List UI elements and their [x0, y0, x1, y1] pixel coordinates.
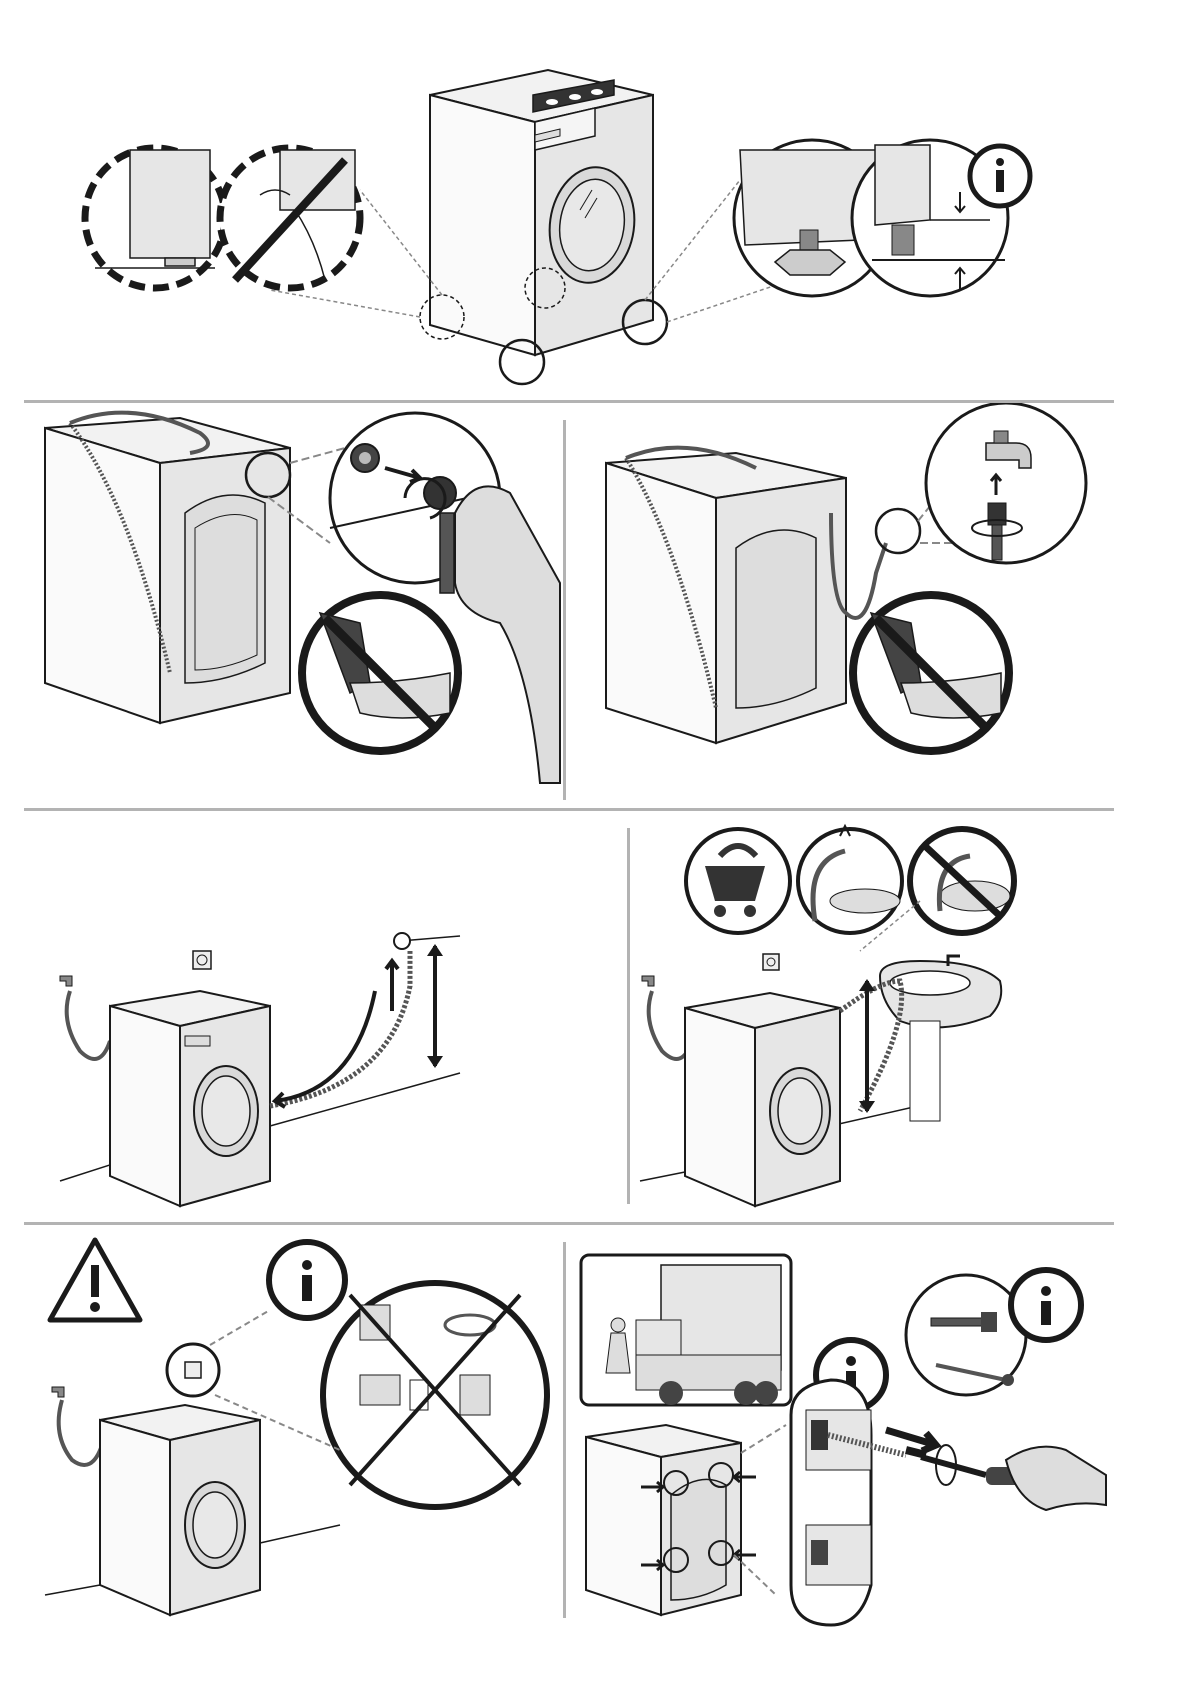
inlet-hose-tap-panel: [566, 403, 1114, 808]
wall-socket: [193, 951, 211, 969]
foot-detail-correct: [85, 148, 225, 288]
delivery-truck: [581, 1255, 791, 1405]
bolt-removal-detail: [791, 1380, 936, 1625]
foot-detail-prohibited: [220, 148, 360, 288]
tap-connector-circle: [876, 509, 920, 553]
hand: [455, 486, 560, 783]
info-icon: [1011, 1270, 1081, 1340]
hand: [1006, 1447, 1106, 1510]
wall-socket: [763, 954, 779, 970]
warning-icon: [50, 1240, 140, 1320]
drain-sink-panel: [630, 811, 1114, 1222]
no-extension-cord-icon: [323, 1283, 547, 1507]
no-pliers-icon: [853, 595, 1009, 751]
power-warning-panel: [0, 1225, 563, 1635]
no-pliers-icon: [302, 595, 458, 751]
transport-bolt-detail: [906, 1275, 1026, 1395]
water-tap-detail: [926, 403, 1086, 563]
hose-tied-icon: [798, 826, 902, 933]
wall-socket: [167, 1344, 219, 1396]
transport-bolts-panel: [566, 1225, 1114, 1635]
washing-machine: [110, 991, 270, 1206]
sink: [840, 956, 1001, 1121]
washing-machine: [430, 70, 653, 355]
info-icon: [970, 146, 1030, 206]
washing-machine: [100, 1405, 260, 1615]
water-tap: [60, 976, 110, 1059]
water-tap: [52, 1387, 102, 1465]
height-arrow: [427, 944, 443, 1068]
shopping-cart-icon: [686, 829, 790, 933]
no-hose-in-sink-icon: [910, 829, 1014, 933]
inlet-hose-machine-panel: [0, 403, 563, 808]
washing-machine-rear: [586, 1425, 756, 1615]
washing-machine: [685, 993, 840, 1206]
info-icon: [269, 1242, 345, 1318]
washing-machine-rear: [606, 448, 886, 743]
drain-hose: [270, 933, 410, 1107]
drain-standpipe-panel: [0, 811, 627, 1222]
leveling-panel: [0, 0, 1191, 400]
height-arrow: [859, 979, 875, 1113]
